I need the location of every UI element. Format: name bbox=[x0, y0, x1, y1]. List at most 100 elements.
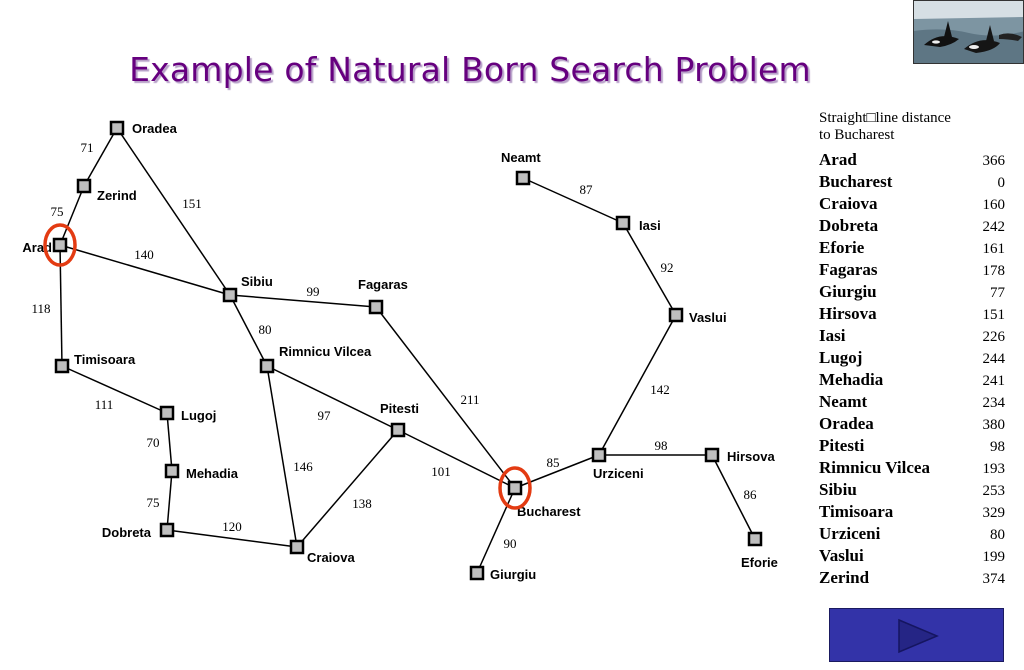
road-sibiu-rimnicu bbox=[229, 294, 268, 367]
road-distance-label: 111 bbox=[95, 397, 114, 412]
table-city-name: Urziceni bbox=[819, 524, 881, 543]
table-distance-value: 98 bbox=[990, 439, 1005, 455]
table-distance-value: 253 bbox=[982, 483, 1006, 499]
city-label-iasi: Iasi bbox=[639, 218, 661, 233]
romania-road-map: 7175151140118111707512099801469713821110… bbox=[22, 120, 778, 582]
city-node-zerind bbox=[76, 178, 92, 194]
city-label-neamt: Neamt bbox=[501, 150, 541, 165]
city-node-timisoara bbox=[54, 358, 70, 374]
road-distance-label: 75 bbox=[147, 495, 160, 510]
road-distance-label: 71 bbox=[81, 140, 94, 155]
table-city-name: Neamt bbox=[819, 392, 868, 411]
next-slide-button[interactable] bbox=[829, 608, 1004, 662]
city-label-sibiu: Sibiu bbox=[241, 274, 273, 289]
city-label-dobreta: Dobreta bbox=[102, 525, 152, 540]
table-row: Eforie 161 bbox=[819, 236, 1009, 258]
city-node-eforie bbox=[747, 531, 763, 547]
table-distance-value: 226 bbox=[982, 329, 1006, 345]
table-heading-line2: to Bucharest bbox=[819, 127, 895, 143]
city-label-vaslui: Vaslui bbox=[689, 310, 727, 325]
table-distance-value: 199 bbox=[982, 549, 1006, 565]
road-urziceni-vaslui bbox=[598, 314, 677, 456]
city-node-pitesti bbox=[390, 422, 406, 438]
road-arad-sibiu bbox=[59, 244, 231, 296]
road-distance-label: 75 bbox=[51, 204, 64, 219]
road-distance-label: 120 bbox=[222, 519, 242, 534]
table-city-name: Rimnicu Vilcea bbox=[819, 458, 930, 477]
city-node-dobreta bbox=[159, 522, 175, 538]
table-city-name: Eforie bbox=[819, 238, 865, 257]
table-distance-value: 161 bbox=[982, 241, 1006, 257]
city-label-rimnicu: Rimnicu Vilcea bbox=[279, 344, 372, 359]
road-distance-label: 90 bbox=[504, 536, 517, 551]
table-city-name: Zerind bbox=[819, 568, 870, 587]
table-city-name: Pitesti bbox=[819, 436, 865, 455]
city-label-oradea: Oradea bbox=[132, 121, 178, 136]
city-label-eforie: Eforie bbox=[741, 555, 778, 570]
table-city-name: Craiova bbox=[819, 194, 878, 213]
city-node-bucharest bbox=[507, 480, 523, 496]
table-distance-value: 160 bbox=[982, 197, 1006, 213]
road-distance-label: 101 bbox=[431, 464, 451, 479]
city-node-mehadia bbox=[164, 463, 180, 479]
road-distance-label: 92 bbox=[661, 260, 674, 275]
city-node-sibiu bbox=[222, 287, 238, 303]
city-label-giurgiu: Giurgiu bbox=[490, 567, 536, 582]
road-lugoj-mehadia bbox=[166, 412, 173, 472]
table-city-name: Timisoara bbox=[819, 502, 894, 521]
city-node-oradea bbox=[109, 120, 125, 136]
road-distance-label: 85 bbox=[547, 455, 560, 470]
table-row: Dobreta 242 bbox=[819, 214, 1009, 236]
table-distance-value: 244 bbox=[982, 351, 1006, 367]
road-distance-label: 140 bbox=[134, 247, 154, 262]
road-oradea-sibiu bbox=[116, 127, 231, 296]
city-label-bucharest: Bucharest bbox=[517, 504, 581, 519]
table-distance-value: 241 bbox=[982, 373, 1006, 389]
road-rimnicu-pitesti bbox=[266, 365, 399, 431]
city-label-craiova: Craiova bbox=[307, 550, 355, 565]
table-distance-value: 329 bbox=[982, 505, 1006, 521]
city-label-timisoara: Timisoara bbox=[74, 352, 136, 367]
table-row: Pitesti 98 bbox=[819, 434, 1009, 456]
road-oradea-zerind bbox=[83, 127, 118, 187]
city-node-rimnicu bbox=[259, 358, 275, 374]
table-distance-value: 77 bbox=[990, 285, 1005, 301]
table-row: Timisoara 329 bbox=[819, 500, 1009, 522]
table-row: Craiova 160 bbox=[819, 192, 1009, 214]
road-distance-label: 211 bbox=[460, 392, 479, 407]
road-craiova-pitesti bbox=[296, 429, 399, 548]
road-distance-label: 99 bbox=[307, 284, 320, 299]
city-node-craiova bbox=[289, 539, 305, 555]
road-bucharest-giurgiu bbox=[476, 487, 516, 574]
table-city-name: Dobreta bbox=[819, 216, 879, 235]
road-distance-label: 118 bbox=[31, 301, 50, 316]
table-distance-value: 380 bbox=[982, 417, 1006, 433]
city-node-neamt bbox=[515, 170, 531, 186]
road-dobreta-craiova bbox=[166, 529, 298, 548]
table-distance-value: 242 bbox=[982, 219, 1006, 235]
road-distance-label: 70 bbox=[147, 435, 160, 450]
road-fagaras-bucharest bbox=[375, 306, 516, 489]
table-city-name: Vaslui bbox=[819, 546, 864, 565]
road-distance-label: 87 bbox=[580, 182, 594, 197]
table-city-name: Bucharest bbox=[819, 172, 893, 191]
city-label-zerind: Zerind bbox=[97, 188, 137, 203]
road-mehadia-dobreta bbox=[166, 470, 173, 531]
table-distance-value: 234 bbox=[982, 395, 1006, 411]
road-distance-label: 98 bbox=[655, 438, 668, 453]
city-node-hirsova bbox=[704, 447, 720, 463]
city-node-urziceni bbox=[591, 447, 607, 463]
table-distance-value: 151 bbox=[982, 307, 1006, 323]
slide-title: Example of Natural Born Search Problem bbox=[129, 50, 811, 89]
